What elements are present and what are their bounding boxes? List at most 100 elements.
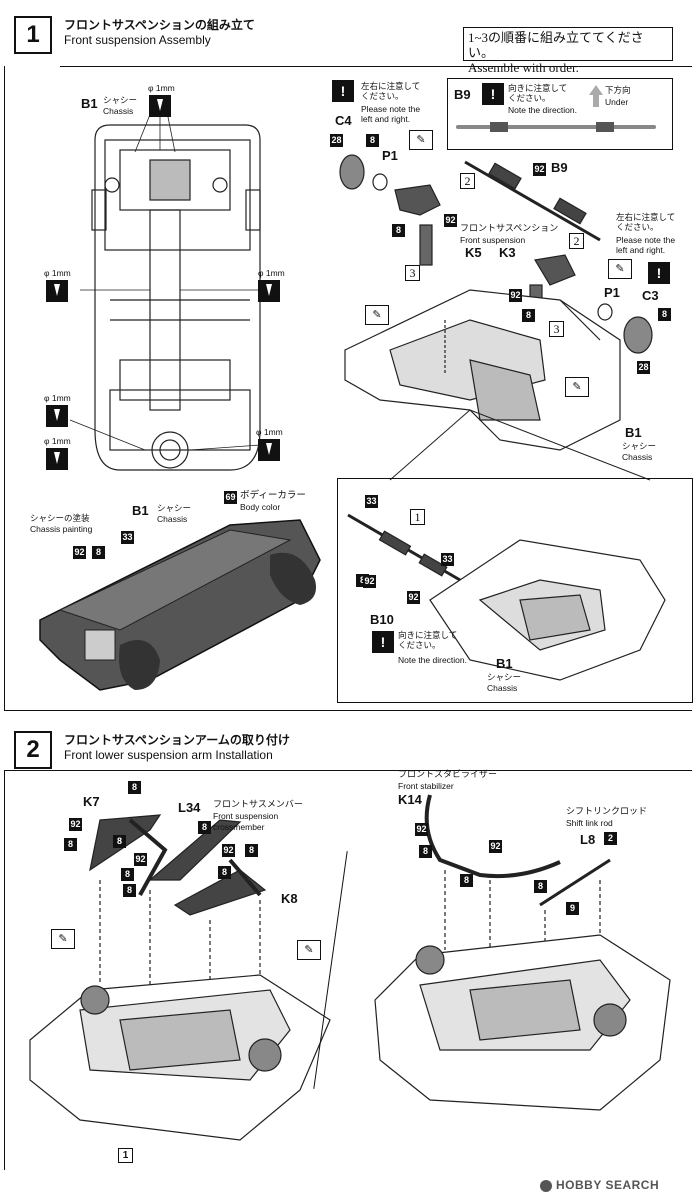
paint-number: 8 <box>245 844 258 857</box>
stabilizer-inset: 33 1 33 8 92 92 B10 ! 向きに注意して ください。 Note… <box>337 478 693 703</box>
paint-number: 8 <box>128 781 141 794</box>
k14-jp: フロントスタビライザー <box>398 769 498 779</box>
order-note-jp: 1~3の順番に組み立ててください。 <box>468 30 644 60</box>
chassis-en: Chassis <box>157 514 188 524</box>
paint-number: 92 <box>363 575 376 588</box>
chassis-label: B1 <box>81 96 98 111</box>
arrow-stem <box>593 95 599 107</box>
part-label-k8: K8 <box>281 891 298 906</box>
part-label-b9: B9 <box>551 160 568 175</box>
paint-number: 8 <box>64 838 77 851</box>
susp-jp: フロントサスペンション <box>460 223 559 233</box>
order-note-en: Assemble with order. <box>468 60 579 75</box>
part-label-k7: K7 <box>83 794 100 809</box>
watermark-text: HOBBY SEARCH <box>556 1178 660 1192</box>
step1-top-border <box>60 66 692 67</box>
step-title-jp: フロントサスペンションの組み立て <box>64 18 255 32</box>
paint-number: 92 <box>509 289 522 302</box>
step2-left-border <box>4 770 5 1170</box>
paint-number: 8 <box>534 880 547 893</box>
paint-number: 33 <box>365 495 378 508</box>
l34-en1: Front suspension <box>213 811 279 821</box>
paint-number: 92 <box>444 214 457 227</box>
paint-number: 33 <box>121 531 134 544</box>
chassis-label: B1 <box>132 503 149 518</box>
chassis-en: Chassis <box>103 106 134 116</box>
step-number: 2 <box>14 731 52 769</box>
drill-size: φ 1mm <box>258 268 285 278</box>
chassis-painted-view <box>39 519 321 691</box>
paint-number: 8 <box>366 134 379 147</box>
drill-icon <box>258 280 280 302</box>
direction-note: B9 ! 向きに注意して ください。 Note the direction. 下… <box>447 78 673 150</box>
caution-icon: ! <box>482 83 504 105</box>
drill-size: φ 1mm <box>44 393 71 403</box>
chassis-en: Chassis <box>622 452 653 462</box>
body-color-en: Body color <box>240 502 281 512</box>
order-number: 2 <box>460 173 475 189</box>
drill-icon <box>46 405 68 427</box>
caution-icon: ! <box>332 80 354 102</box>
no-glue-icon: ✎ <box>608 259 632 279</box>
step1-bottom-border <box>4 710 692 711</box>
susp-en: Front suspension <box>460 235 526 245</box>
paint-number: 8 <box>113 835 126 848</box>
paint-number: 92 <box>73 546 86 559</box>
paint-number: 8 <box>121 868 134 881</box>
drill-icon <box>46 280 68 302</box>
no-glue-icon: ✎ <box>409 130 433 150</box>
note-left-right-jp: 左右に注意して ください。 <box>361 81 421 101</box>
drill-size: φ 1mm <box>44 268 71 278</box>
paint-number: 8 <box>123 884 136 897</box>
part-label-b9: B9 <box>454 87 471 102</box>
part-label-k14: K14 <box>398 792 422 807</box>
note-direction-jp: 向きに注意して ください。 <box>398 630 458 650</box>
chassis-label: B1 <box>625 425 642 440</box>
chassis-label: B1 <box>496 656 513 671</box>
paint-number: 28 <box>637 361 650 374</box>
paint-number: 92 <box>489 840 502 853</box>
no-glue-icon: ✎ <box>565 377 589 397</box>
paint-number: 92 <box>407 591 420 604</box>
part-label-c4: C4 <box>335 113 352 128</box>
l8-en: Shift link rod <box>566 818 613 828</box>
stabilizer-install-view <box>374 794 671 1111</box>
drill-size: φ 1mm <box>44 436 71 446</box>
watermark-logo-icon <box>540 1179 552 1192</box>
order-number: 3 <box>549 321 564 337</box>
paint-number: 8 <box>198 821 211 834</box>
step-title-jp: フロントサスペンションアームの取り付け <box>64 733 290 747</box>
part-label-p1: P1 <box>382 148 398 163</box>
chassis-en: Chassis <box>487 683 518 693</box>
paint-label-jp: シャシーの塗装 <box>30 513 90 523</box>
chassis-jp: シャシー <box>487 672 522 682</box>
drill-icon <box>46 448 68 470</box>
chassis-jp: シャシー <box>157 503 192 513</box>
arrow-up-icon <box>589 85 603 95</box>
paint-number: 92 <box>69 818 82 831</box>
paint-number: 92 <box>222 844 235 857</box>
note-direction-jp: 向きに注意して ください。 <box>508 83 568 103</box>
drill-size: φ 1mm <box>256 427 283 437</box>
paint-number: 2 <box>604 832 617 845</box>
l8-jp: シフトリンクロッド <box>566 806 648 816</box>
part-label-p1: P1 <box>604 285 620 300</box>
stabilizer-bush-icon <box>596 122 614 132</box>
paint-number: 8 <box>522 309 535 322</box>
step-title-en: Front lower suspension arm Installation <box>64 748 273 762</box>
order-number: 2 <box>569 233 584 249</box>
part-label-k3: K3 <box>499 245 516 260</box>
step-title-en: Front suspension Assembly <box>64 33 211 47</box>
paint-number: 28 <box>330 134 343 147</box>
paint-number: 8 <box>92 546 105 559</box>
paint-number: 8 <box>658 308 671 321</box>
drill-icon <box>258 439 280 461</box>
caution-icon: ! <box>648 262 670 284</box>
step-number: 1 <box>14 16 52 54</box>
note-direction-en: Note the direction. <box>398 655 467 665</box>
paint-label-en: Chassis painting <box>30 524 93 534</box>
front-arm-exploded-view <box>29 814 331 1141</box>
l34-jp: フロントサスメンバー <box>213 799 303 809</box>
stabilizer-bar-icon <box>456 125 656 129</box>
note-direction-en: Note the direction. <box>508 105 577 115</box>
